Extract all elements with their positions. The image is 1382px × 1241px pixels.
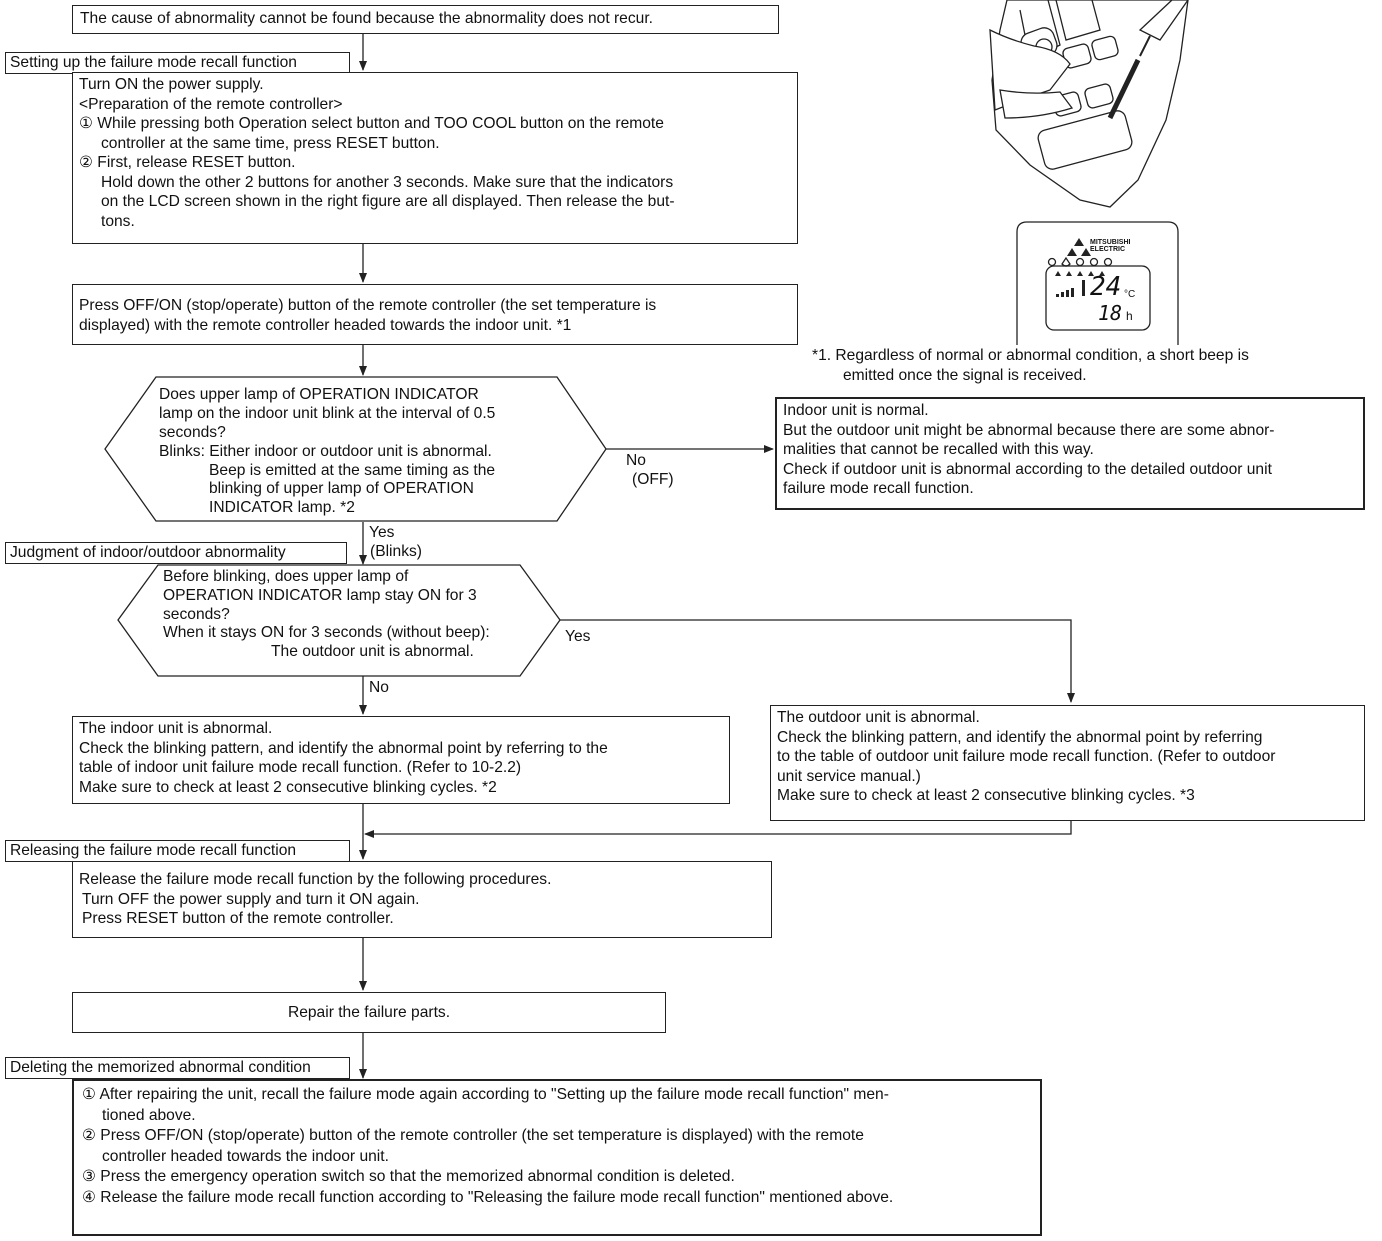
outdoor-line-5: Make sure to check at least 2 consecutiv…: [777, 787, 1195, 804]
outdoor-abnormal-box: The outdoor unit is abnormal. Check the …: [770, 705, 1365, 821]
setup-line-4: controller at the same time, press RESET…: [101, 134, 440, 152]
normal-line-1: Indoor unit is normal.: [783, 402, 929, 419]
decision2-no-label: No: [369, 679, 389, 696]
decision1-line-3: seconds?: [159, 424, 226, 441]
normal-line-5: failure mode recall function.: [783, 480, 974, 497]
lcd-illustration: [1016, 221, 1179, 345]
decision1-line-4: Blinks: Either indoor or outdoor unit is…: [159, 443, 492, 460]
remote-controller-illustration: [989, 0, 1189, 208]
deleting-section-label: Deleting the memorized abnormal conditio…: [5, 1057, 350, 1079]
lcd-hours-unit: h: [1126, 309, 1133, 323]
lcd-brand-line2: ELECTRIC: [1090, 246, 1125, 253]
setup-line-5: ② First, release RESET button.: [79, 154, 296, 171]
setup-line-6: Hold down the other 2 buttons for anothe…: [101, 173, 674, 191]
decision2-yes-label: Yes: [565, 628, 591, 645]
setup-line-7: on the LCD screen shown in the right fig…: [101, 193, 675, 210]
setup-section-label: Setting up the failure mode recall funct…: [5, 52, 350, 74]
delete-line-3: ② Press OFF/ON (stop/operate) button of …: [82, 1127, 864, 1144]
press-line-1: Press OFF/ON (stop/operate) button of th…: [79, 297, 657, 314]
decision2-shape: [117, 564, 561, 677]
top-condition-text: The cause of abnormality cannot be found…: [80, 10, 653, 27]
outdoor-line-2: Check the blinking pattern, and identify…: [777, 728, 1263, 746]
delete-condition-box: ① After repairing the unit, recall the f…: [72, 1079, 1042, 1236]
footnote-1-line-2: emitted once the signal is received.: [843, 367, 1087, 384]
indoor-abnormal-box: The indoor unit is abnormal. Check the b…: [72, 716, 730, 804]
press-line-2: displayed) with the remote controller he…: [79, 316, 572, 334]
setup-steps-box: Turn ON the power supply. <Preparation o…: [72, 72, 798, 244]
decision1-yes-label: Yes: [369, 524, 395, 541]
delete-line-1: ① After repairing the unit, recall the f…: [82, 1086, 889, 1103]
decision2-line-3: seconds?: [163, 606, 230, 623]
setup-line-1: Turn ON the power supply.: [79, 76, 264, 93]
release-line-1: Release the failure mode recall function…: [79, 871, 552, 888]
indoor-line-1: The indoor unit is abnormal.: [79, 720, 273, 737]
outdoor-line-4: unit service manual.): [777, 767, 921, 785]
decision1-line-2: lamp on the indoor unit blink at the int…: [159, 405, 496, 422]
decision2-line-2: OPERATION INDICATOR lamp stay ON for 3: [163, 587, 477, 604]
repair-box: Repair the failure parts.: [72, 992, 666, 1033]
outdoor-line-1: The outdoor unit is abnormal.: [777, 709, 980, 726]
decision1-line-1: Does upper lamp of OPERATION INDICATOR: [159, 386, 479, 403]
decision1-line-7: INDICATOR lamp. *2: [209, 499, 355, 516]
decision1-shape: [104, 376, 607, 522]
indoor-line-4: Make sure to check at least 2 consecutiv…: [79, 778, 497, 796]
delete-line-2: tioned above.: [102, 1106, 196, 1124]
lcd-temperature-unit: °C: [1124, 289, 1136, 300]
judgment-section-label-text: Judgment of indoor/outdoor abnormality: [10, 544, 286, 561]
releasing-section-label-text: Releasing the failure mode recall functi…: [10, 842, 297, 859]
decision2-line-1: Before blinking, does upper lamp of: [163, 568, 409, 585]
normal-line-2: But the outdoor unit might be abnormal b…: [783, 421, 1275, 439]
decision2-line-4: When it stays ON for 3 seconds (without …: [163, 624, 490, 641]
setup-line-2: <Preparation of the remote controller>: [79, 95, 343, 113]
setup-line-3: ① While pressing both Operation select b…: [79, 115, 664, 132]
decision1-line-6: blinking of upper lamp of OPERATION: [209, 480, 474, 497]
decision1-no-label: No: [626, 452, 646, 469]
normal-line-3: malities that cannot be recalled with th…: [783, 441, 1094, 458]
setup-line-8: tons.: [101, 212, 135, 230]
repair-text: Repair the failure parts.: [287, 1004, 451, 1021]
setup-section-label-text: Setting up the failure mode recall funct…: [10, 54, 297, 71]
delete-line-6: ④ Release the failure mode recall functi…: [82, 1188, 894, 1206]
releasing-section-label: Releasing the failure mode recall functi…: [5, 840, 350, 862]
indoor-line-2: Check the blinking pattern, and identify…: [79, 739, 608, 757]
release-line-2: Turn OFF the power supply and turn it ON…: [82, 890, 420, 908]
decision1-yes-sublabel: (Blinks): [370, 543, 422, 560]
footnote-1-line-1: *1. Regardless of normal or abnormal con…: [812, 347, 1249, 364]
release-procedure-box: Release the failure mode recall function…: [72, 861, 772, 938]
decision1-line-5: Beep is emitted at the same timing as th…: [209, 462, 496, 479]
deleting-section-label-text: Deleting the memorized abnormal conditio…: [10, 1059, 311, 1076]
lcd-hours: 18: [1098, 301, 1123, 325]
indoor-line-3: table of indoor unit failure mode recall…: [79, 759, 522, 776]
decision2-line-5: The outdoor unit is abnormal.: [271, 643, 474, 660]
press-off-on-box: Press OFF/ON (stop/operate) button of th…: [72, 284, 798, 345]
normal-line-4: Check if outdoor unit is abnormal accord…: [783, 460, 1272, 478]
lcd-brand-line1: MITSUBISHI: [1090, 239, 1131, 246]
delete-line-5: ③ Press the emergency operation switch s…: [82, 1168, 735, 1185]
lcd-temperature: 24: [1090, 272, 1122, 302]
release-line-3: Press RESET button of the remote control…: [82, 910, 394, 927]
top-condition-box: The cause of abnormality cannot be found…: [72, 5, 779, 34]
outdoor-line-3: to the table of outdoor unit failure mod…: [777, 748, 1276, 765]
delete-line-4: controller headed towards the indoor uni…: [102, 1147, 389, 1165]
arrow-decision2-yes: [557, 619, 1075, 703]
indoor-normal-box: Indoor unit is normal. But the outdoor u…: [775, 397, 1365, 510]
decision1-no-sublabel: (OFF): [632, 471, 674, 488]
judgment-section-label: Judgment of indoor/outdoor abnormality: [5, 542, 347, 564]
arrow-outdoor-merge: [364, 821, 1072, 838]
